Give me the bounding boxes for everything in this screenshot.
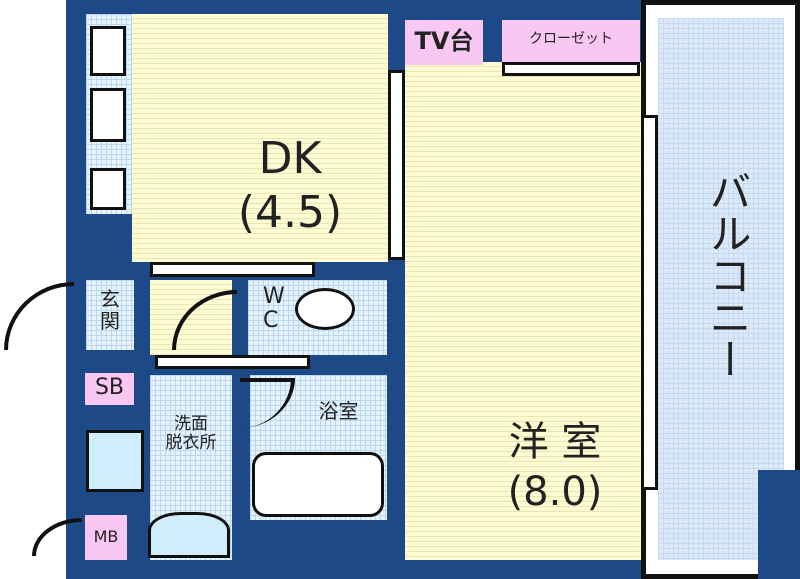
fridge-icon <box>90 168 126 210</box>
closet: クローゼット <box>502 20 640 62</box>
stove-icon <box>90 26 126 76</box>
balcony-label: バルコニー <box>703 170 752 380</box>
window[interactable] <box>641 115 658 490</box>
meter-box: MB <box>85 515 127 560</box>
western-floor <box>405 62 641 560</box>
balcony-wall <box>758 470 800 579</box>
meter-box-door[interactable] <box>32 518 82 556</box>
wall-partition <box>150 262 315 277</box>
bathtub-icon <box>252 452 384 517</box>
western-label: 洋 室(8.0) <box>507 419 603 515</box>
tv-stand: TV台 <box>405 20 483 65</box>
wall-partition <box>155 355 310 369</box>
washing-machine-icon <box>86 430 144 492</box>
sliding-door[interactable] <box>388 70 405 260</box>
dk-label: DK(4.5) <box>237 133 343 239</box>
closet-door[interactable] <box>502 62 640 76</box>
toilet-icon <box>295 288 355 330</box>
dk-floor <box>132 14 388 262</box>
sink-icon <box>90 88 126 142</box>
washbasin-icon <box>148 512 230 558</box>
entrance: 玄 関 <box>86 280 134 350</box>
entrance-door[interactable] <box>4 282 74 350</box>
balcony-floor <box>658 18 784 560</box>
shoe-box: SB <box>85 373 134 405</box>
